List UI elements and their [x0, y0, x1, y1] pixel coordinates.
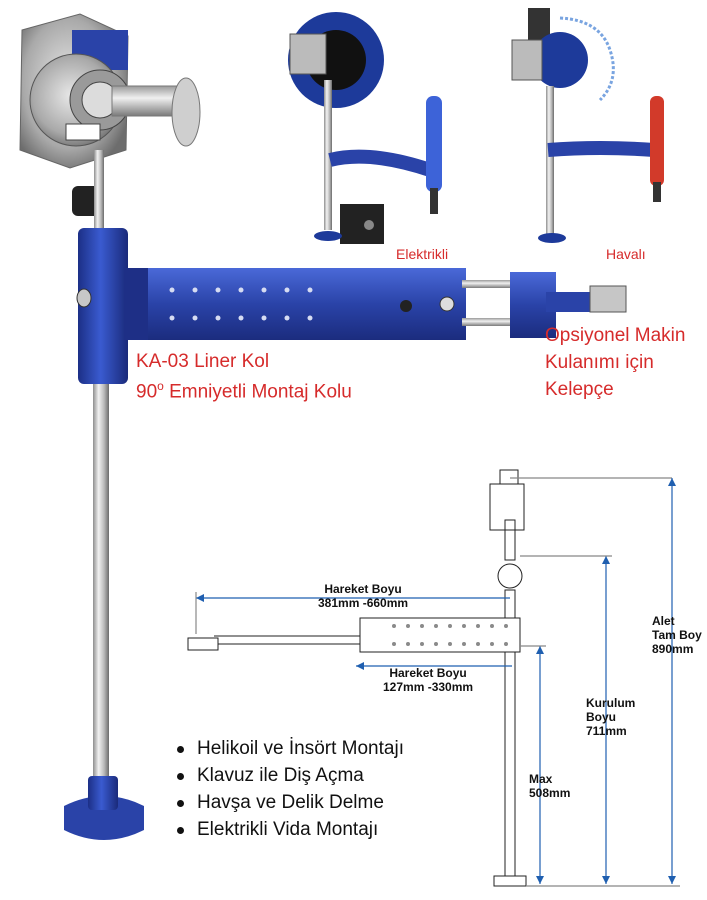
option-caption-line1: Opsiyonel Makin — [545, 325, 686, 346]
pneumatic-variant-photo — [511, 8, 664, 243]
feature-text: Havşa ve Delik Delme — [197, 792, 384, 813]
stroke-long-dimension: Hareket Boyu 381mm -660mm — [318, 582, 408, 610]
feature-text: Klavuz ile Diş Açma — [197, 765, 364, 786]
variant-pneumatic-label: Havalı — [606, 246, 646, 262]
product-name: KA-03 Liner Kol — [136, 351, 270, 372]
stroke-long-label: Hareket Boyu — [324, 582, 402, 596]
product-caption: KA-03 Liner Kol 90o Emniyetli Montaj Kol… — [136, 350, 352, 404]
install-value: 711mm — [586, 724, 627, 738]
variant-electric-label: Elektrikli — [396, 246, 449, 262]
total-label-2: Tam Boy — [652, 628, 702, 642]
degree-mark: o — [157, 379, 164, 393]
option-caption-line3: Kelepçe — [545, 379, 614, 400]
stroke-short-dimension: Hareket Boyu 127mm -330mm — [383, 666, 473, 694]
total-value: 890mm — [652, 642, 694, 656]
arm-pole — [93, 384, 109, 796]
technical-drawing — [187, 469, 527, 887]
total-length-dimension: Alet Tam Boy 890mm — [652, 614, 702, 656]
feature-item: Klavuz ile Diş Açma — [175, 762, 404, 789]
angle-value: 90 — [136, 381, 158, 403]
install-length-dimension: Kurulum Boyu 711mm — [586, 696, 635, 738]
arm-holes — [169, 287, 313, 321]
stroke-short-value: 127mm -330mm — [383, 680, 474, 694]
bullet-icon — [177, 773, 184, 780]
feature-item: Havşa ve Delik Delme — [175, 789, 404, 816]
arm-base — [64, 796, 144, 840]
total-label-1: Alet — [652, 614, 675, 628]
product-description: 90o Emniyetli Montaj Kolu — [136, 374, 352, 404]
dimension-arrows — [196, 478, 676, 884]
option-caption-line2: Kulanımı için — [545, 352, 654, 373]
drawing-holes — [392, 624, 508, 646]
bullet-icon — [177, 827, 184, 834]
option-caption: Opsiyonel Makin Kulanımı için Kelepçe — [545, 322, 685, 403]
arm-horizontal-beam — [124, 268, 627, 340]
dimension-lines — [195, 477, 680, 887]
bullet-icon — [177, 800, 184, 807]
feature-list: Helikoil ve İnsört Montajı Klavuz ile Di… — [175, 735, 404, 843]
balancer-reel — [19, 13, 201, 169]
max-value: 508mm — [529, 786, 571, 800]
stroke-long-value: 381mm -660mm — [318, 596, 409, 610]
feature-text: Elektrikli Vida Montajı — [197, 819, 379, 840]
feature-text: Helikoil ve İnsört Montajı — [197, 738, 404, 759]
stroke-short-label: Hareket Boyu — [389, 666, 467, 680]
product-description-text: Emniyetli Montaj Kolu — [163, 381, 352, 403]
max-label: Max — [529, 772, 553, 786]
install-label-2: Boyu — [586, 710, 616, 724]
electric-variant-photo — [288, 12, 442, 244]
max-dimension: Max 508mm — [529, 772, 570, 800]
feature-item: Helikoil ve İnsört Montajı — [175, 735, 404, 762]
bullet-icon — [177, 746, 184, 753]
arm-vertical-housing — [78, 228, 128, 384]
install-label-1: Kurulum — [586, 696, 636, 710]
feature-item: Elektrikli Vida Montajı — [175, 816, 404, 843]
